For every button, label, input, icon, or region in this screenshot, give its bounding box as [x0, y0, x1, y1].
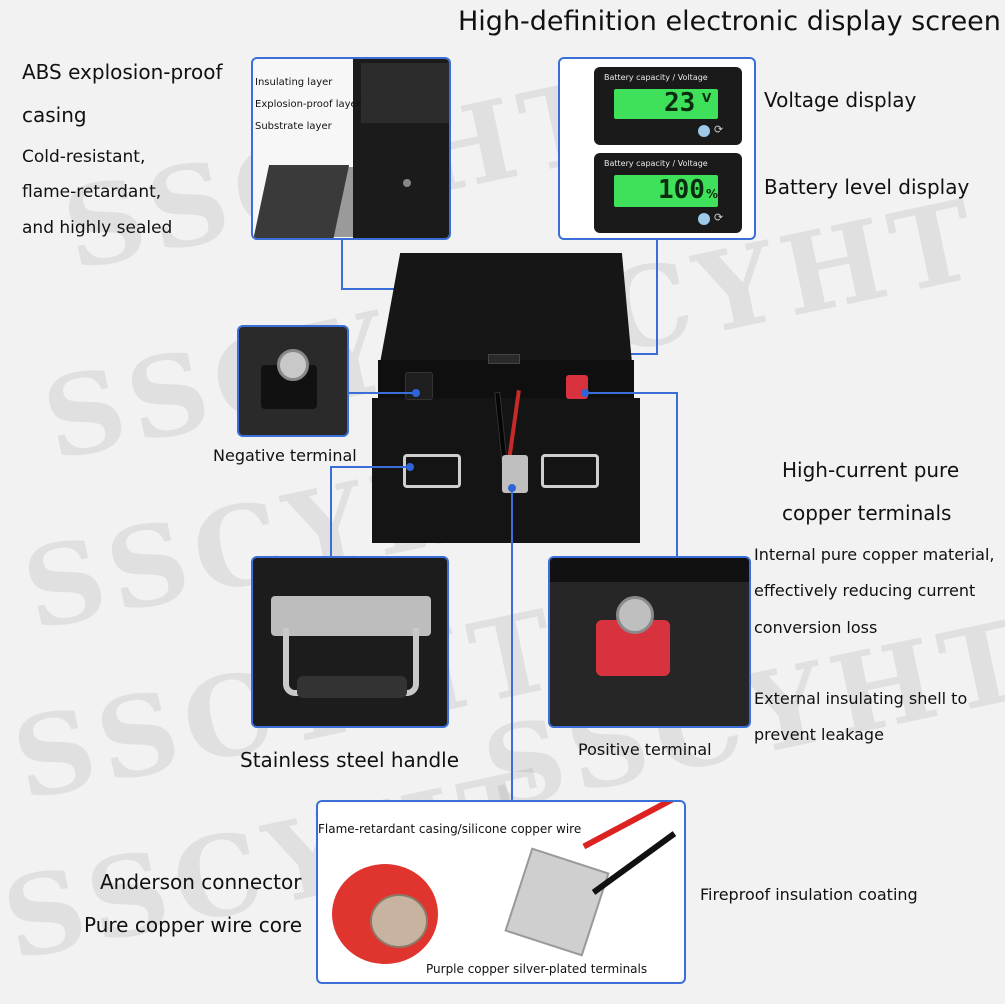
level-unit: %: [706, 187, 719, 201]
battery-level-display-label: Battery level display: [764, 175, 970, 199]
positive-terminal-label: Positive terminal: [578, 740, 712, 759]
voltage-value: 23: [664, 88, 696, 118]
positive-bolt-icon: [616, 596, 654, 634]
leader-line: [330, 466, 332, 556]
voltage-display-label: Voltage display: [764, 88, 917, 112]
leader-line: [676, 392, 678, 556]
voltage-unit: V: [702, 91, 712, 105]
voltage-button-icon: [698, 125, 710, 137]
voltage-screen: Battery capacity / Voltage 23 V ⟳: [594, 67, 742, 145]
wire-strands: [370, 894, 428, 948]
handle-label: Stainless steel handle: [240, 748, 460, 772]
negative-terminal-image: [237, 325, 349, 437]
copper-desc-line2: effectively reducing current: [754, 581, 976, 600]
casing-layers-image: Insulating layer Explosion-proof layer S…: [251, 57, 451, 240]
copper-desc-line1: Internal pure copper material,: [754, 545, 995, 564]
battery-lid-top: [380, 253, 632, 363]
battery-handle-left: [403, 454, 461, 488]
leader-line: [349, 392, 415, 394]
layer-sheet-front: [253, 165, 350, 238]
copper-title-line1: High-current pure: [782, 458, 960, 482]
leader-line: [588, 392, 678, 394]
battery-handle-right: [541, 454, 599, 488]
connector-image: Flame-retardant casing/silicone copper w…: [316, 800, 686, 984]
leader-line: [330, 466, 410, 468]
connector-title: Anderson connector: [100, 870, 302, 894]
case-lock-icon: [403, 179, 411, 187]
layer-label-insulating: Insulating layer: [255, 77, 333, 88]
battery-display-slot: [488, 354, 520, 364]
leader-line: [341, 288, 431, 290]
connector-terminals-note: Purple copper silver-plated terminals: [426, 962, 648, 976]
connector-coating-note: Fireproof insulation coating: [700, 885, 918, 904]
leader-dot: [412, 389, 420, 397]
leader-line: [341, 240, 343, 290]
voltage-lcd: 23 V: [614, 88, 718, 119]
copper-title-line2: copper terminals: [782, 501, 952, 525]
leader-line: [511, 488, 513, 800]
case-edge: [550, 558, 749, 582]
connector-housing: [504, 847, 610, 957]
connector-casing-note: Flame-retardant casing/silicone copper w…: [318, 822, 582, 836]
leader-dot: [406, 463, 414, 471]
voltage-screen-caption: Battery capacity / Voltage: [604, 73, 708, 82]
cycle-icon: ⟳: [714, 211, 724, 224]
leader-line: [656, 240, 658, 355]
negative-terminal-label: Negative terminal: [213, 446, 357, 465]
level-lcd: 100 %: [614, 175, 718, 207]
page-title: High-definition electronic display scree…: [458, 6, 1001, 37]
casing-desc-line1: Cold-resistant,: [22, 147, 146, 167]
level-screen-caption: Battery capacity / Voltage: [604, 159, 708, 168]
leader-dot: [581, 389, 589, 397]
level-screen: Battery capacity / Voltage 100 % ⟳: [594, 153, 742, 233]
negative-terminal-cap: [405, 372, 433, 400]
copper-desc-line3: conversion loss: [754, 618, 878, 637]
handle-grip-cover: [297, 676, 407, 698]
connector-core: Pure copper wire core: [84, 913, 303, 937]
layer-label-explosion-proof: Explosion-proof layer: [255, 99, 361, 110]
casing-desc-line3: and highly sealed: [22, 218, 173, 238]
handle-plate: [271, 596, 431, 636]
casing-desc-line2: flame-retardant,: [22, 182, 162, 202]
shell-desc-line1: External insulating shell to: [754, 689, 968, 708]
handle-image: [251, 556, 449, 728]
cycle-icon: ⟳: [714, 123, 724, 136]
display-image: Battery capacity / Voltage 23 V ⟳ Batter…: [558, 57, 756, 240]
casing-title-line2: casing: [22, 103, 87, 127]
positive-terminal-image: [548, 556, 751, 728]
negative-bolt-icon: [277, 349, 309, 381]
level-button-icon: [698, 213, 710, 225]
casing-title-line1: ABS explosion-proof: [22, 60, 223, 84]
case-lid: [361, 63, 449, 123]
black-wire: [591, 831, 677, 895]
leader-dot: [508, 484, 516, 492]
level-value: 100: [658, 175, 705, 205]
shell-desc-line2: prevent leakage: [754, 725, 884, 744]
layer-label-substrate: Substrate layer: [255, 121, 332, 132]
